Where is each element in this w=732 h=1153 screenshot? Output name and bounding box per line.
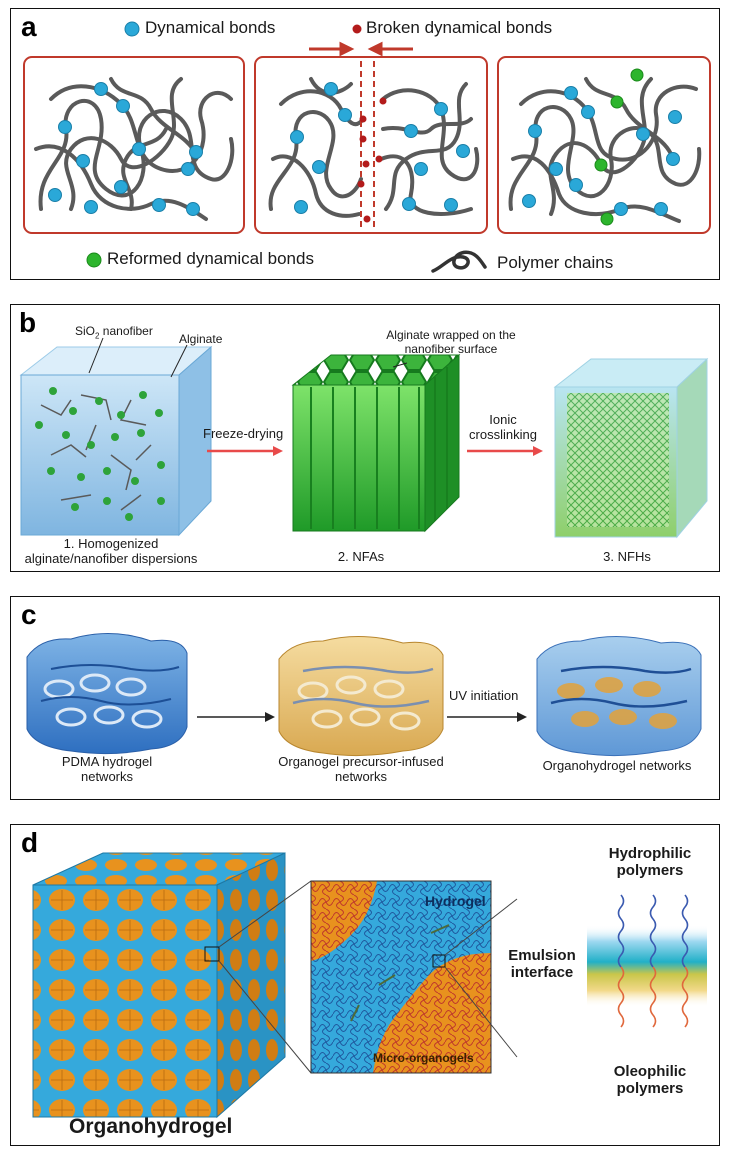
ionic-line2: crosslinking bbox=[469, 426, 537, 442]
uv-arrow-icon bbox=[447, 712, 527, 722]
alginate-label: Alginate bbox=[179, 332, 223, 346]
polymer-chain-legend-icon bbox=[431, 250, 487, 273]
broken-bonds bbox=[357, 97, 387, 223]
dynamical-bonds-broken-state bbox=[290, 82, 470, 214]
sio2-label-sub: 2 bbox=[95, 331, 100, 341]
caption-organogel-line1: Organogel precursor-infused bbox=[278, 754, 444, 769]
hydrophilic-line2: polymers bbox=[616, 862, 684, 880]
caption-pdma-line1: PDMA hydrogel bbox=[61, 754, 153, 769]
oleophilic-polymers-label: Oleophilic polymers bbox=[595, 1063, 705, 1098]
arrow-1-icon bbox=[197, 712, 275, 722]
dynamical-bonds-healed-state bbox=[522, 86, 682, 216]
micro-organogels-label: Micro-organogels bbox=[373, 1051, 474, 1065]
polymer-network-healed bbox=[508, 77, 702, 223]
reformed-bond-legend-icon bbox=[86, 252, 102, 268]
dynamical-bonds-intact bbox=[48, 82, 203, 216]
interface-diagram bbox=[587, 894, 707, 1028]
caption-pdma: PDMA hydrogel networks bbox=[27, 754, 187, 785]
caption-nfhs: 3. NFHs bbox=[603, 549, 651, 564]
panel-d: d bbox=[10, 824, 720, 1146]
oleophilic-line1: Oleophilic bbox=[613, 1063, 687, 1080]
panel-a: a bbox=[10, 8, 720, 280]
organohydrogel-label: Organohydrogel bbox=[69, 1115, 233, 1138]
emulsion-line2: interface bbox=[510, 964, 574, 982]
sio2-nanofiber-label: SiO2 nanofiber bbox=[75, 324, 153, 341]
caption-organogel-precursor: Organogel precursor-infused networks bbox=[261, 754, 461, 785]
reformed-bonds bbox=[594, 68, 644, 226]
broken-bond-legend-icon bbox=[352, 24, 362, 34]
panel-c-graphics bbox=[26, 633, 702, 757]
polymer-network-broken bbox=[268, 77, 480, 218]
legend-polymer-chains: Polymer chains bbox=[497, 253, 614, 272]
network-intact-frame bbox=[23, 56, 245, 234]
pdma-hydrogel-block bbox=[26, 633, 188, 755]
sio2-label-pre: SiO bbox=[75, 324, 96, 338]
organogel-precursor-block bbox=[278, 636, 444, 757]
organohydrogel-block bbox=[536, 636, 702, 757]
nfa-honeycomb-cube bbox=[291, 353, 461, 533]
hydrogel-label: Hydrogel bbox=[425, 893, 486, 909]
ionic-crosslinking-arrow-icon bbox=[467, 446, 543, 456]
ionic-crosslinking-label: Ionic crosslinking bbox=[465, 412, 541, 443]
ionic-line1: Ionic bbox=[489, 412, 517, 427]
sio2-label-post: nanofiber bbox=[99, 324, 153, 338]
dispersion-cube bbox=[19, 345, 213, 537]
wrapped-label-line2: nanofiber surface bbox=[404, 341, 498, 356]
network-broken-frame bbox=[254, 56, 488, 234]
interface-zoom-box-icon bbox=[432, 954, 446, 968]
caption-dispersion-line1: 1. Homogenized bbox=[63, 536, 159, 551]
wrapped-label-line1: Alginate wrapped on the bbox=[386, 328, 516, 342]
crack-arrows-icon bbox=[309, 41, 413, 57]
hydrophilic-line1: Hydrophilic bbox=[608, 845, 692, 862]
panel-b-graphics bbox=[19, 337, 709, 539]
dynamical-bond-legend-icon bbox=[124, 21, 140, 37]
network-healed-frame bbox=[497, 56, 711, 234]
panel-label-a: a bbox=[21, 11, 37, 42]
legend-dynamical-bonds: Dynamical bonds bbox=[145, 18, 276, 37]
wrapped-label: Alginate wrapped on the nanofiber surfac… bbox=[351, 328, 551, 357]
oleophilic-line2: polymers bbox=[616, 1080, 684, 1098]
nfh-hydrogel-cube bbox=[553, 357, 709, 539]
freeze-drying-arrow-icon bbox=[207, 446, 283, 456]
zoomed-emulsion-view bbox=[310, 880, 492, 1074]
emulsion-line1: Emulsion bbox=[508, 947, 576, 964]
caption-dispersion-line2: alginate/nanofiber dispersions bbox=[24, 550, 198, 566]
panel-label-b: b bbox=[19, 307, 37, 338]
organohydrogel-cube bbox=[32, 852, 286, 1119]
zoom-box-icon bbox=[204, 946, 220, 962]
legend-broken-bonds: Broken dynamical bonds bbox=[366, 18, 553, 37]
caption-nfas: 2. NFAs bbox=[337, 549, 385, 564]
caption-organogel-line2: networks bbox=[334, 768, 388, 784]
uv-initiation-label: UV initiation bbox=[449, 688, 519, 703]
panel-a-graphics bbox=[23, 21, 711, 273]
hydrophilic-polymers-label: Hydrophilic polymers bbox=[595, 845, 705, 880]
emulsion-interface-label: Emulsion interface bbox=[497, 947, 587, 982]
panel-d-graphics bbox=[32, 852, 707, 1119]
freeze-drying-label: Freeze-drying bbox=[203, 426, 284, 441]
panel-label-d: d bbox=[21, 827, 39, 858]
panel-c: c bbox=[10, 596, 720, 800]
caption-pdma-line2: networks bbox=[80, 768, 134, 784]
panel-label-c: c bbox=[21, 599, 37, 630]
caption-dispersion: 1. Homogenized alginate/nanofiber disper… bbox=[11, 536, 211, 567]
caption-organohydrogel-networks: Organohydrogel networks bbox=[542, 758, 692, 773]
legend-reformed-bonds: Reformed dynamical bonds bbox=[107, 249, 314, 268]
panel-b: b bbox=[10, 304, 720, 572]
